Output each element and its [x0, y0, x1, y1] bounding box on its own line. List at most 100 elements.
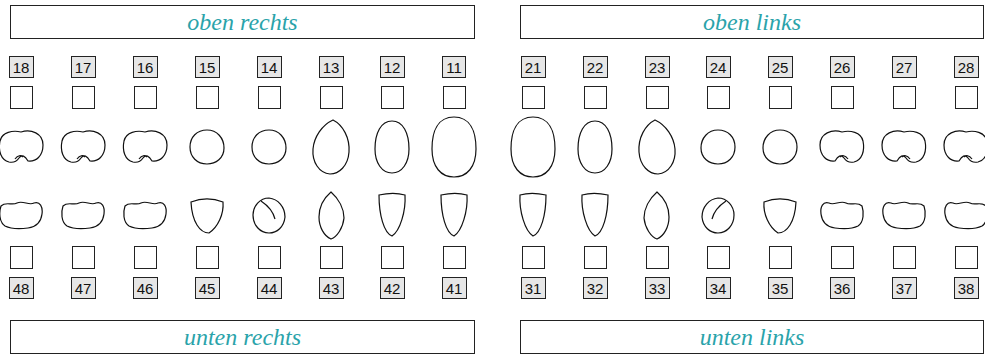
label-text: 18 [13, 59, 30, 76]
label-text: 16 [137, 59, 154, 76]
label-text: unten links [700, 324, 805, 351]
empty-box [585, 87, 607, 109]
tooth-outline [313, 120, 349, 174]
tooth-number-box: 34 [706, 277, 731, 299]
tooth-outline [582, 194, 608, 237]
tooth-outline [944, 131, 985, 162]
tooth-outline [578, 121, 612, 173]
label-text: unten rechts [184, 324, 301, 351]
tooth-outline [62, 202, 104, 228]
tooth-outlines [0, 117, 985, 239]
tooth-number-box: 26 [830, 56, 855, 78]
label-text: 13 [323, 59, 340, 76]
label-text: 31 [525, 280, 542, 297]
tooth-number-box: 21 [521, 56, 546, 78]
tooth-number-box: 41 [442, 277, 467, 299]
tooth-number-box: 37 [892, 277, 917, 299]
tooth-outline [701, 130, 735, 164]
tooth-number-box: 35 [768, 277, 793, 299]
tooth-outline [123, 131, 167, 162]
empty-box [585, 247, 607, 269]
empty-box [956, 247, 978, 269]
tooth-number-box: 33 [645, 277, 670, 299]
label-text: 42 [384, 280, 401, 297]
label-text: 45 [199, 280, 216, 297]
empty-box [956, 87, 978, 109]
tooth-number-box: 14 [257, 56, 282, 78]
tooth-outline [375, 121, 409, 173]
label-text: 24 [710, 59, 727, 76]
tooth-number-box: 12 [380, 56, 405, 78]
tooth-outline [124, 202, 166, 228]
tooth-outline [764, 199, 796, 233]
empty-box [382, 87, 404, 109]
tooth-number-box: 23 [645, 56, 670, 78]
tooth-number-box: 42 [380, 277, 405, 299]
empty-box [523, 87, 545, 109]
empty-box [197, 87, 219, 109]
label-text: 41 [446, 280, 463, 297]
tooth-outline [432, 117, 476, 177]
empty-box [444, 247, 466, 269]
label-text: 21 [525, 59, 542, 76]
tooth-outline [319, 192, 344, 239]
empty-box [135, 87, 157, 109]
tooth-number-box: 44 [257, 277, 282, 299]
tooth-number-box: 48 [9, 277, 34, 299]
label-text: 34 [710, 280, 727, 297]
tooth-outline [882, 131, 926, 162]
tooth-outline [252, 130, 286, 164]
empty-box [770, 87, 792, 109]
empty-box [197, 247, 219, 269]
tooth-number-box: 24 [706, 56, 731, 78]
tooth-outline [945, 202, 985, 228]
tooth-number-box: 15 [195, 56, 220, 78]
label-text: 48 [13, 280, 30, 297]
empty-box [647, 247, 669, 269]
label-text: oben rechts [187, 9, 297, 36]
label-text: 27 [896, 59, 913, 76]
label-text: 12 [384, 59, 401, 76]
tooth-outline [191, 199, 223, 233]
empty-box-row [11, 87, 978, 109]
tooth-number-box: 47 [71, 277, 96, 299]
label-text: 33 [649, 280, 666, 297]
empty-box [894, 247, 916, 269]
tooth-outline [763, 130, 797, 164]
tooth-number-box: 31 [521, 277, 546, 299]
empty-box [11, 247, 33, 269]
empty-box [523, 247, 545, 269]
empty-box [708, 87, 730, 109]
tooth-number-box: 45 [195, 277, 220, 299]
quadrant-label-box: oben links [520, 5, 984, 39]
tooth-outline [0, 202, 42, 228]
tooth-outline [821, 202, 863, 228]
empty-box [135, 247, 157, 269]
tooth-number-box: 13 [319, 56, 344, 78]
empty-box [259, 247, 281, 269]
label-text: 26 [834, 59, 851, 76]
tooth-outline [639, 120, 675, 174]
empty-box [708, 247, 730, 269]
label-text: 28 [958, 59, 975, 76]
empty-box [11, 87, 33, 109]
tooth-outline [520, 194, 546, 237]
tooth-outline [441, 194, 467, 237]
empty-box [259, 87, 281, 109]
tooth-number-box: 46 [133, 277, 158, 299]
tooth-outline [379, 194, 405, 237]
tooth-outline [883, 202, 925, 228]
tooth-number-box: 16 [133, 56, 158, 78]
empty-box [894, 87, 916, 109]
tooth-number-box: 11 [442, 56, 466, 78]
label-text: 23 [649, 59, 666, 76]
tooth-number-box: 22 [583, 56, 608, 78]
tooth-number-box: 43 [319, 277, 344, 299]
empty-box [321, 247, 343, 269]
empty-box-row [11, 247, 978, 269]
tooth-number-box: 18 [9, 56, 34, 78]
label-text: 14 [261, 59, 278, 76]
tooth-outline [0, 131, 43, 162]
